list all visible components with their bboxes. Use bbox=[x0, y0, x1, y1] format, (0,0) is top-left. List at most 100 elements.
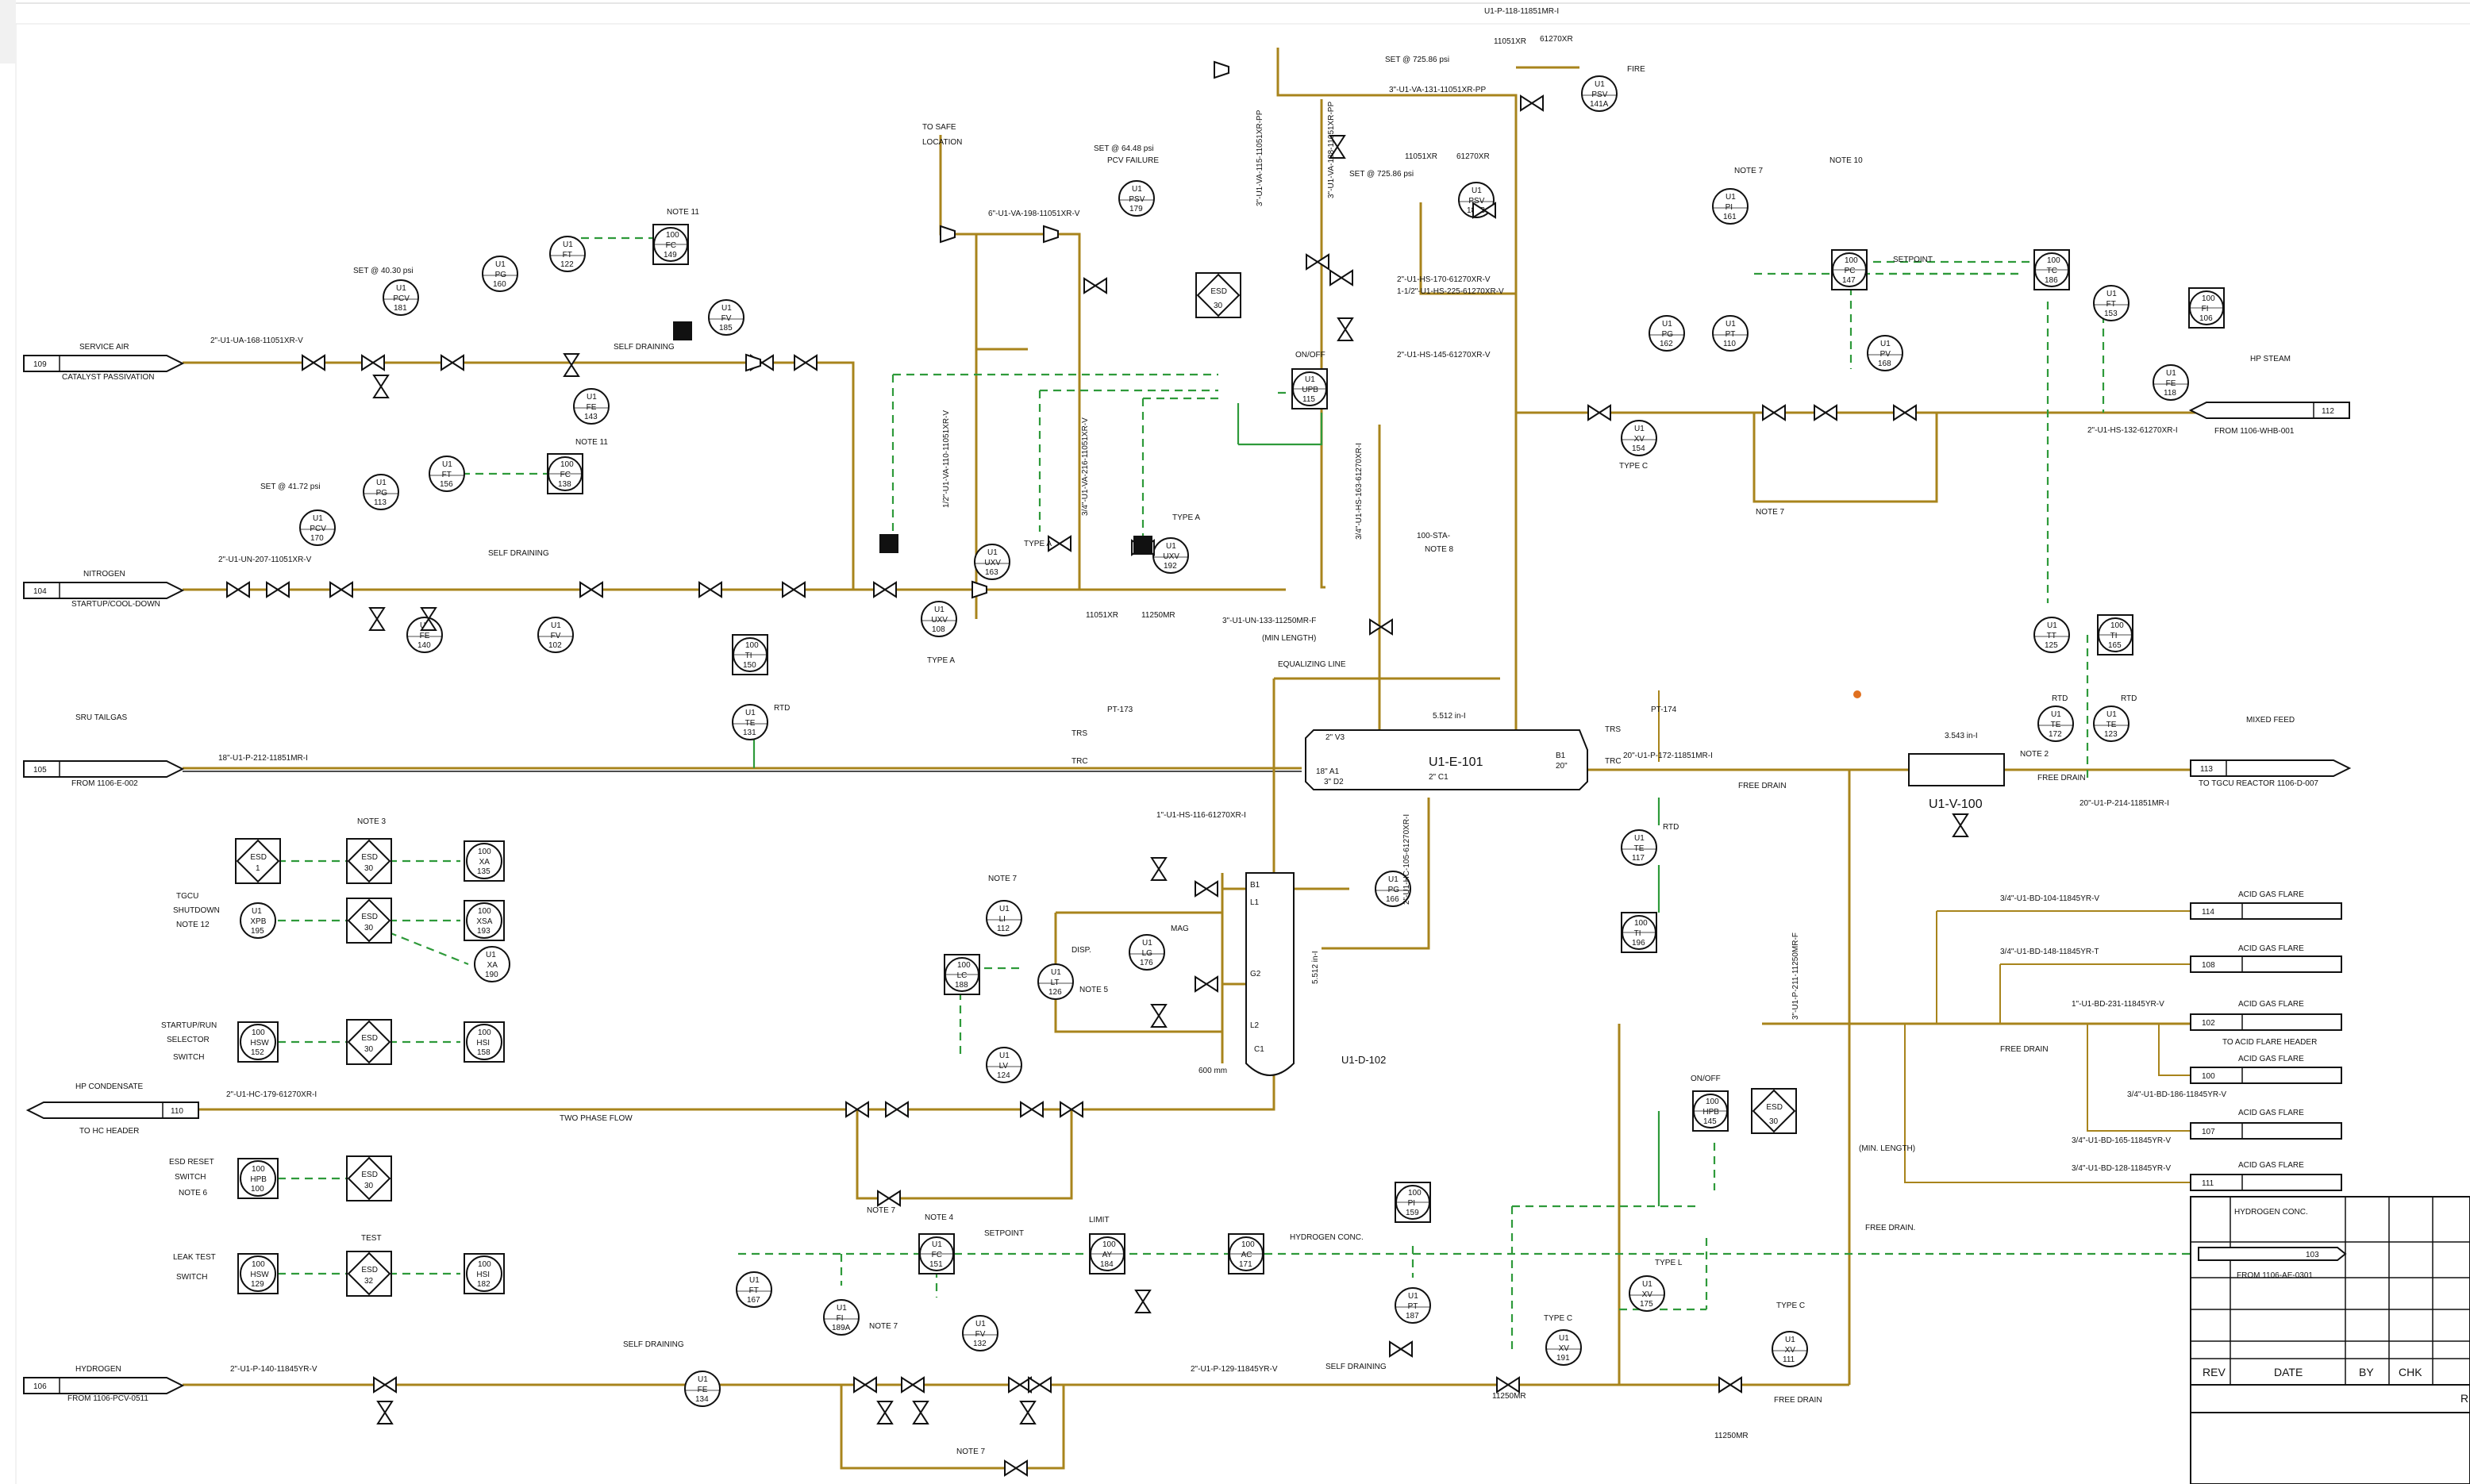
valve-actuator[interactable] bbox=[1133, 536, 1152, 555]
valve-vertical[interactable] bbox=[420, 607, 437, 631]
valve-vertical[interactable] bbox=[876, 1401, 894, 1424]
valve[interactable] bbox=[302, 354, 325, 371]
valve[interactable] bbox=[1195, 880, 1218, 898]
valve-actuator[interactable] bbox=[879, 534, 898, 553]
valve[interactable] bbox=[329, 581, 353, 598]
valve[interactable] bbox=[1520, 94, 1544, 112]
valve-actuator[interactable] bbox=[673, 321, 692, 340]
valve-vertical[interactable] bbox=[1134, 1290, 1152, 1313]
valve[interactable] bbox=[1008, 1376, 1032, 1394]
valve[interactable] bbox=[1587, 404, 1611, 421]
valve-vertical[interactable] bbox=[1150, 1004, 1168, 1028]
valve[interactable] bbox=[794, 354, 818, 371]
valve[interactable] bbox=[1893, 404, 1917, 421]
valve[interactable] bbox=[579, 581, 603, 598]
valve-vertical[interactable] bbox=[1329, 135, 1346, 159]
valve[interactable] bbox=[1083, 277, 1107, 294]
valve[interactable] bbox=[1020, 1101, 1044, 1118]
valve-vertical[interactable] bbox=[1952, 813, 1969, 837]
valve-vertical[interactable] bbox=[1337, 317, 1354, 341]
valve[interactable] bbox=[873, 581, 897, 598]
valve[interactable] bbox=[1369, 618, 1393, 636]
valve[interactable] bbox=[853, 1376, 877, 1394]
valve[interactable] bbox=[1028, 1376, 1052, 1394]
valve[interactable] bbox=[1389, 1340, 1413, 1358]
valve-vertical[interactable] bbox=[912, 1401, 929, 1424]
valve-vertical[interactable] bbox=[368, 607, 386, 631]
valve[interactable] bbox=[1762, 404, 1786, 421]
valve-vertical[interactable] bbox=[1150, 857, 1168, 881]
valve[interactable] bbox=[1048, 535, 1071, 552]
valve[interactable] bbox=[1306, 253, 1329, 271]
valve[interactable] bbox=[1195, 975, 1218, 993]
valve[interactable] bbox=[1472, 202, 1496, 219]
valve[interactable] bbox=[782, 581, 806, 598]
valve[interactable] bbox=[877, 1190, 901, 1207]
valve[interactable] bbox=[845, 1101, 869, 1118]
valve[interactable] bbox=[1060, 1101, 1083, 1118]
valve[interactable] bbox=[373, 1376, 397, 1394]
valve-vertical[interactable] bbox=[372, 375, 390, 398]
valve[interactable] bbox=[1329, 269, 1353, 286]
valve[interactable] bbox=[226, 581, 250, 598]
valve[interactable] bbox=[1718, 1376, 1742, 1394]
